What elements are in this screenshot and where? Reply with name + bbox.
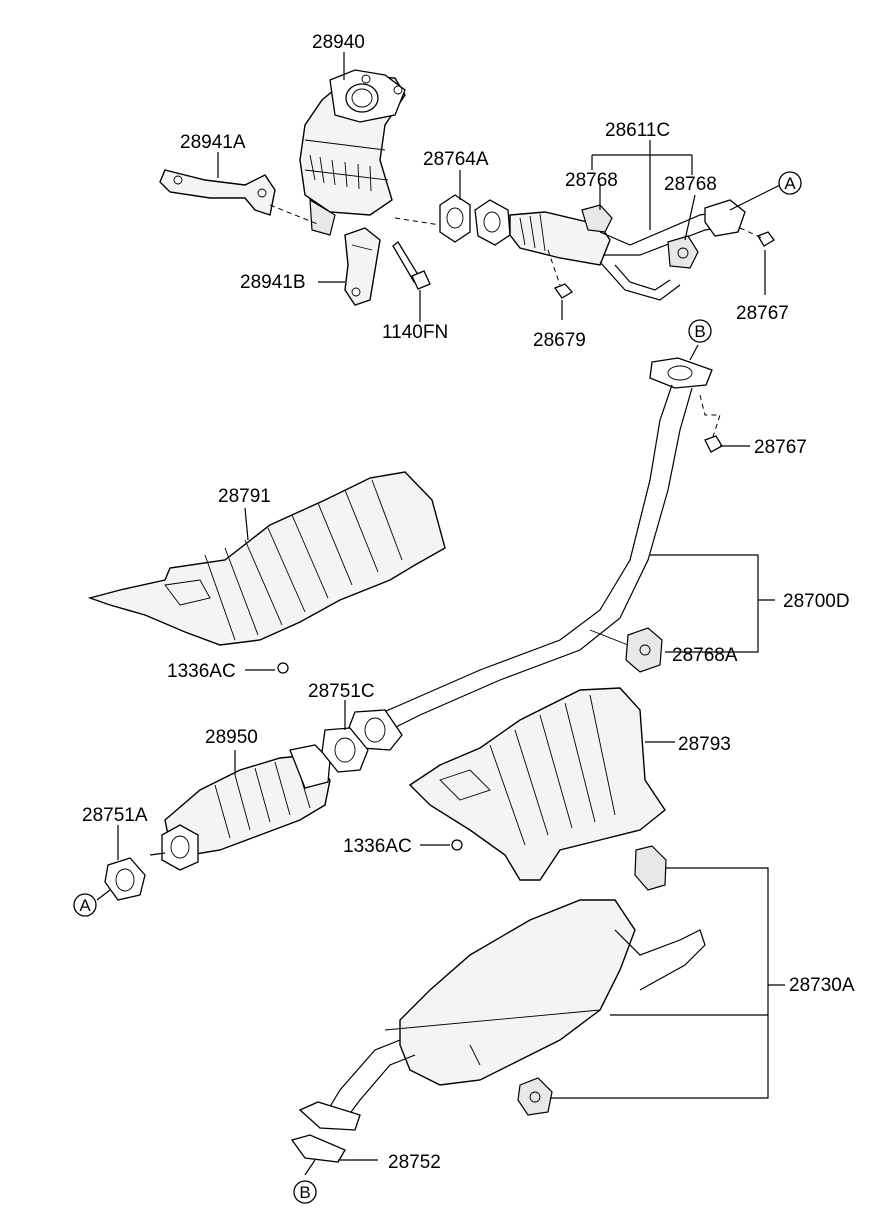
gasket-28751A — [104, 857, 146, 901]
ref-b-top-text: B — [694, 322, 705, 341]
nut-28767-mid — [704, 435, 723, 453]
converter-28950 — [149, 744, 331, 871]
ref-circle-b-top: B — [688, 319, 712, 343]
label-28950: 28950 — [205, 727, 258, 748]
label-28768-left: 28768 — [565, 170, 618, 191]
hanger-28768-right — [667, 235, 699, 269]
catalytic-converter-28940 — [299, 69, 406, 236]
label-28751A: 28751A — [82, 805, 148, 826]
nut-28679 — [553, 283, 574, 299]
label-28611C: 28611C — [605, 120, 670, 141]
heat-shield-28793 — [408, 687, 666, 881]
label-28941A: 28941A — [180, 132, 246, 153]
heat-shield-28791 — [87, 471, 446, 674]
label-28941B: 28941B — [240, 272, 306, 293]
label-28679: 28679 — [533, 330, 586, 351]
gasket-28751C — [321, 727, 369, 773]
bolt-1140FN — [392, 241, 431, 290]
ref-a-bottom-text: A — [79, 896, 91, 915]
label-1336AC-bottom: 1336AC — [343, 836, 412, 857]
label-28700D: 28700D — [783, 591, 850, 612]
hanger-28730A-bottom — [517, 1077, 553, 1116]
bracket-28941A — [159, 169, 276, 216]
gasket-28764A — [439, 194, 471, 243]
bracket-28941B — [344, 227, 381, 306]
ref-circle-a-top: A — [778, 171, 802, 195]
label-28791: 28791 — [218, 486, 271, 507]
label-28764A: 28764A — [423, 149, 489, 170]
label-28768-right: 28768 — [664, 174, 717, 195]
label-28767-top: 28767 — [736, 303, 789, 324]
label-28940: 28940 — [312, 32, 365, 53]
label-28751C: 28751C — [308, 681, 375, 702]
label-28768A: 28768A — [672, 645, 738, 666]
label-1336AC-top: 1336AC — [167, 661, 236, 682]
ref-b-bottom-text: B — [299, 1183, 310, 1202]
hanger-28768-left — [581, 204, 613, 233]
ref-circle-b-bottom: B — [293, 1180, 317, 1204]
hanger-28730A-top — [634, 845, 667, 891]
label-1140FN: 1140FN — [382, 322, 448, 343]
label-28767-mid: 28767 — [754, 437, 807, 458]
label-28793: 28793 — [678, 734, 731, 755]
ref-circle-a-bottom: A — [73, 893, 97, 917]
front-pipe-28611C — [474, 199, 746, 301]
leader-lines — [96, 52, 785, 1176]
nut-28767-top — [757, 231, 775, 247]
center-pipe-28700D — [347, 357, 713, 751]
hanger-28768A — [589, 627, 663, 673]
label-28752: 28752 — [388, 1152, 441, 1173]
muffler-28730A — [290, 899, 706, 1163]
label-28730A: 28730A — [789, 975, 855, 996]
ref-a-top-text: A — [784, 174, 796, 193]
